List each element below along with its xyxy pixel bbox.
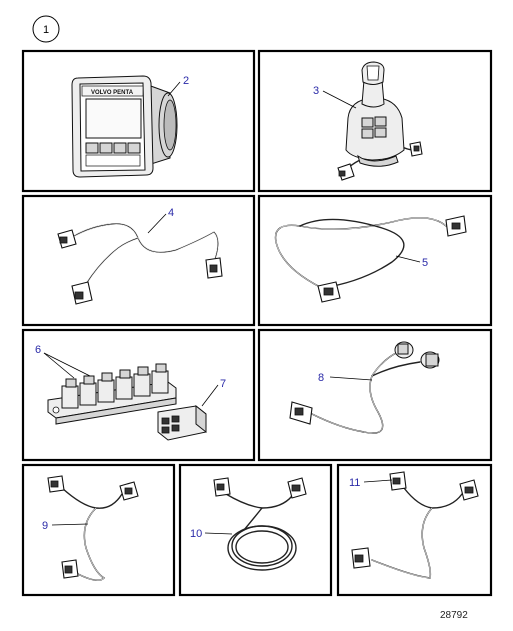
panel-item-2: [21, 49, 256, 193]
callout-6: 6: [35, 344, 41, 356]
extension-cable-5: [274, 215, 467, 303]
brand-label: VOLVO PENTA: [91, 90, 134, 96]
panel-item-4: [21, 194, 256, 327]
panel-item-5: [257, 194, 493, 327]
display-unit: VOLVO PENTA: [71, 75, 178, 178]
callout-9: 9: [42, 520, 48, 532]
callout-4: 4: [168, 207, 174, 219]
joystick-control: [337, 61, 423, 181]
coiled-cable-10: [213, 477, 307, 571]
panel-item-6-7: [21, 328, 256, 462]
callout-7: 7: [220, 378, 226, 390]
callout-3: 3: [313, 85, 319, 97]
y-harness-8: [289, 341, 440, 434]
callout-8: 8: [318, 372, 324, 384]
panel-item-8: [257, 328, 493, 462]
sheet-number: 1: [43, 24, 49, 36]
callout-11: 11: [349, 477, 360, 489]
terminal-block: [47, 363, 177, 425]
sheet-number-badge: 1: [32, 15, 60, 43]
harness-11: [351, 471, 479, 579]
panel-item-3: [257, 49, 493, 193]
panel-item-10: [178, 463, 333, 597]
y-harness-4: [57, 222, 223, 305]
panel-item-11: [336, 463, 493, 597]
drawing-id: 28792: [440, 610, 468, 621]
callout-2: 2: [183, 75, 189, 87]
callout-10: 10: [190, 528, 202, 540]
callout-5: 5: [422, 257, 428, 269]
harness-9: [47, 475, 139, 581]
panel-item-9: [21, 463, 176, 597]
plug-connector: [157, 404, 207, 441]
